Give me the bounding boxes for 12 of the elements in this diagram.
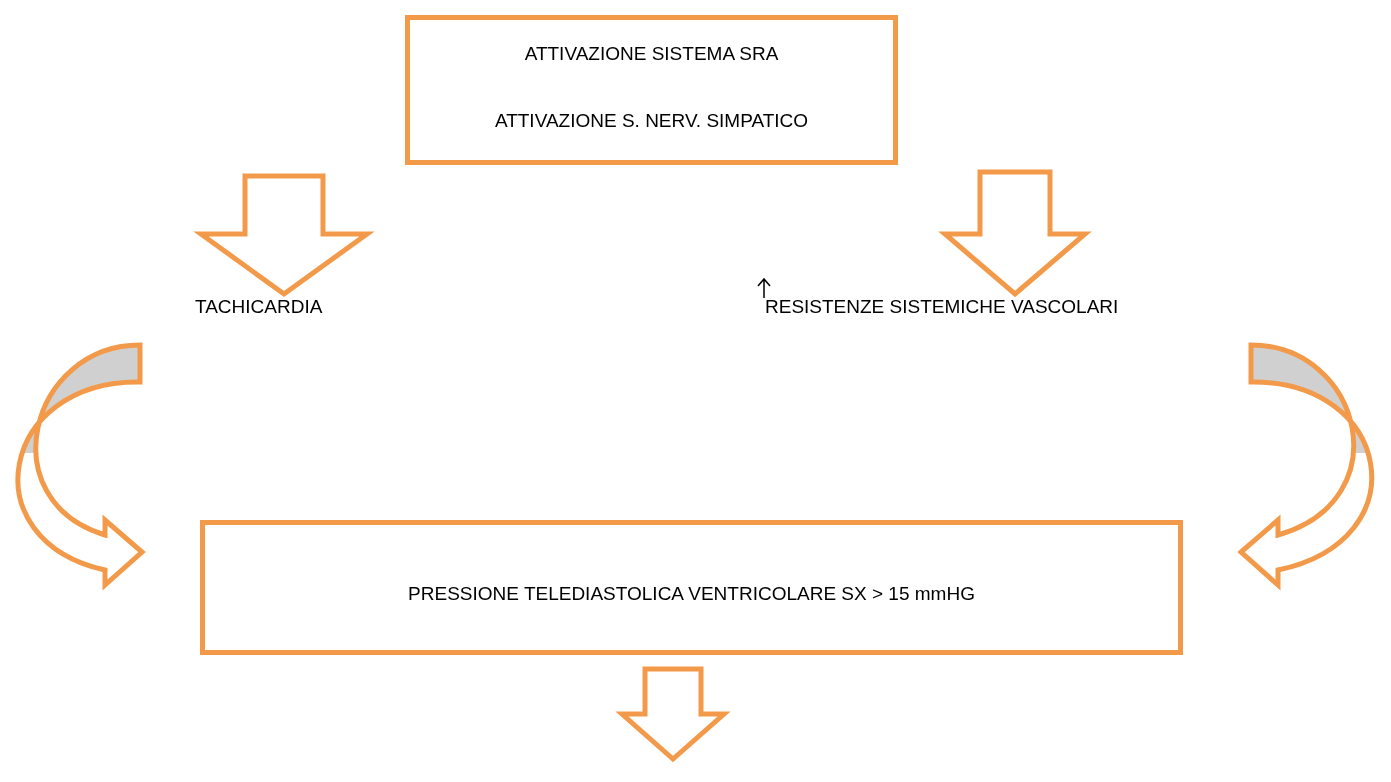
process-box xyxy=(405,15,898,165)
block-arrow xyxy=(15,342,145,588)
node-text: TACHICARDIA xyxy=(195,294,323,319)
block-arrow xyxy=(615,666,731,763)
block-arrow xyxy=(193,173,375,298)
block-arrow xyxy=(938,169,1092,298)
box-text: ATTIVAZIONE S. NERV. SIMPATICO xyxy=(494,108,809,133)
process-box xyxy=(200,520,1183,655)
box-text: ATTIVAZIONE SISTEMA SRA xyxy=(524,42,779,66)
box-text: PRESSIONE TELEDIASTOLICA VENTRICOLARE SX > 15 mmHG xyxy=(408,582,975,606)
block-arrow xyxy=(1238,342,1374,588)
node-text: RESISTENZE SISTEMICHE VASCOLARI xyxy=(765,294,1119,319)
